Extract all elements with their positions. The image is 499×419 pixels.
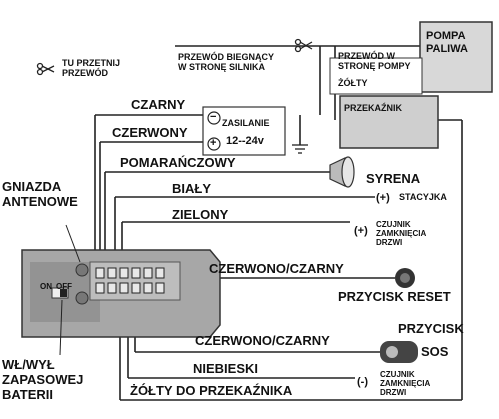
relay-box	[339, 95, 439, 149]
wire-blue-label: NIEBIESKI	[193, 361, 259, 376]
wire-white-label: BIAŁY	[172, 181, 211, 196]
sos-button-icon	[380, 341, 418, 363]
switch-on-label: ON	[40, 282, 52, 291]
fuel-pump-box	[419, 21, 493, 93]
scissors-icon	[294, 38, 313, 53]
engine-wire-label: PRZEWÓD BIEGNĄCY W STRONĘ SILNIKA	[178, 52, 275, 73]
door-sensor-positive-sign: (+)	[354, 225, 368, 237]
sos-label: SOS	[421, 344, 449, 359]
reset-button-label: PRZYCISK RESET	[338, 289, 451, 304]
legend-cut-wire: TU PRZETNIJ PRZEWÓD	[62, 58, 121, 79]
pump-wire-color-label: ŻÓŁTY	[338, 78, 368, 88]
sos-title-label: PRZYCISK	[398, 321, 464, 336]
wire-red-black-sos-label: CZERWONO/CZARNY	[195, 333, 330, 348]
ignition-sign: (+)	[376, 192, 390, 204]
relay-label: PRZEKAŹNIK	[344, 103, 402, 113]
plus-terminal-icon	[207, 137, 221, 151]
wire-yellow-label: ŻÓŁTY DO PRZEKAŹNIKA	[130, 383, 293, 398]
power-plus: +	[210, 137, 217, 149]
wire-orange-label: POMARAŃCZOWY	[120, 155, 236, 170]
wire-green-label: ZIELONY	[172, 207, 229, 222]
reset-button-icon	[395, 268, 415, 288]
ignition-label: STACYJKA	[399, 192, 447, 202]
pump-wire-label: PRZEWÓD W STRONĘ POMPY	[338, 51, 411, 72]
scissors-icon	[36, 62, 55, 76]
door-sensor-positive-label: CZUJNIK ZAMKNIĘCIA DRZWI	[376, 220, 427, 248]
wire-black-label: CZARNY	[131, 97, 186, 112]
power-minus: −	[210, 111, 217, 123]
door-sensor-negative-label: CZUJNIK ZAMKNIĘCIA DRZWI	[380, 370, 431, 398]
wire-red-label: CZERWONY	[112, 125, 188, 140]
fuel-pump-label: POMPA PALIWA	[426, 30, 468, 55]
door-sensor-negative-sign: (-)	[357, 376, 368, 388]
siren-icon	[329, 156, 355, 188]
power-voltage: 12--24v	[226, 135, 264, 147]
power-label: ZASILANIE	[222, 118, 270, 128]
wire-red-black-reset-label: CZERWONO/CZARNY	[209, 261, 344, 276]
minus-terminal-icon	[207, 111, 221, 125]
switch-off-label: OFF	[56, 282, 72, 291]
alarm-unit	[21, 249, 221, 338]
siren-label: SYRENA	[366, 171, 421, 186]
pump-wire-callout	[329, 57, 423, 95]
antenna-sockets-label: GNIAZDA ANTENOWE	[2, 179, 78, 209]
ground-icon	[292, 144, 308, 154]
backup-battery-label: WŁ/WYŁ ZAPASOWEJ BATERII	[2, 357, 84, 402]
